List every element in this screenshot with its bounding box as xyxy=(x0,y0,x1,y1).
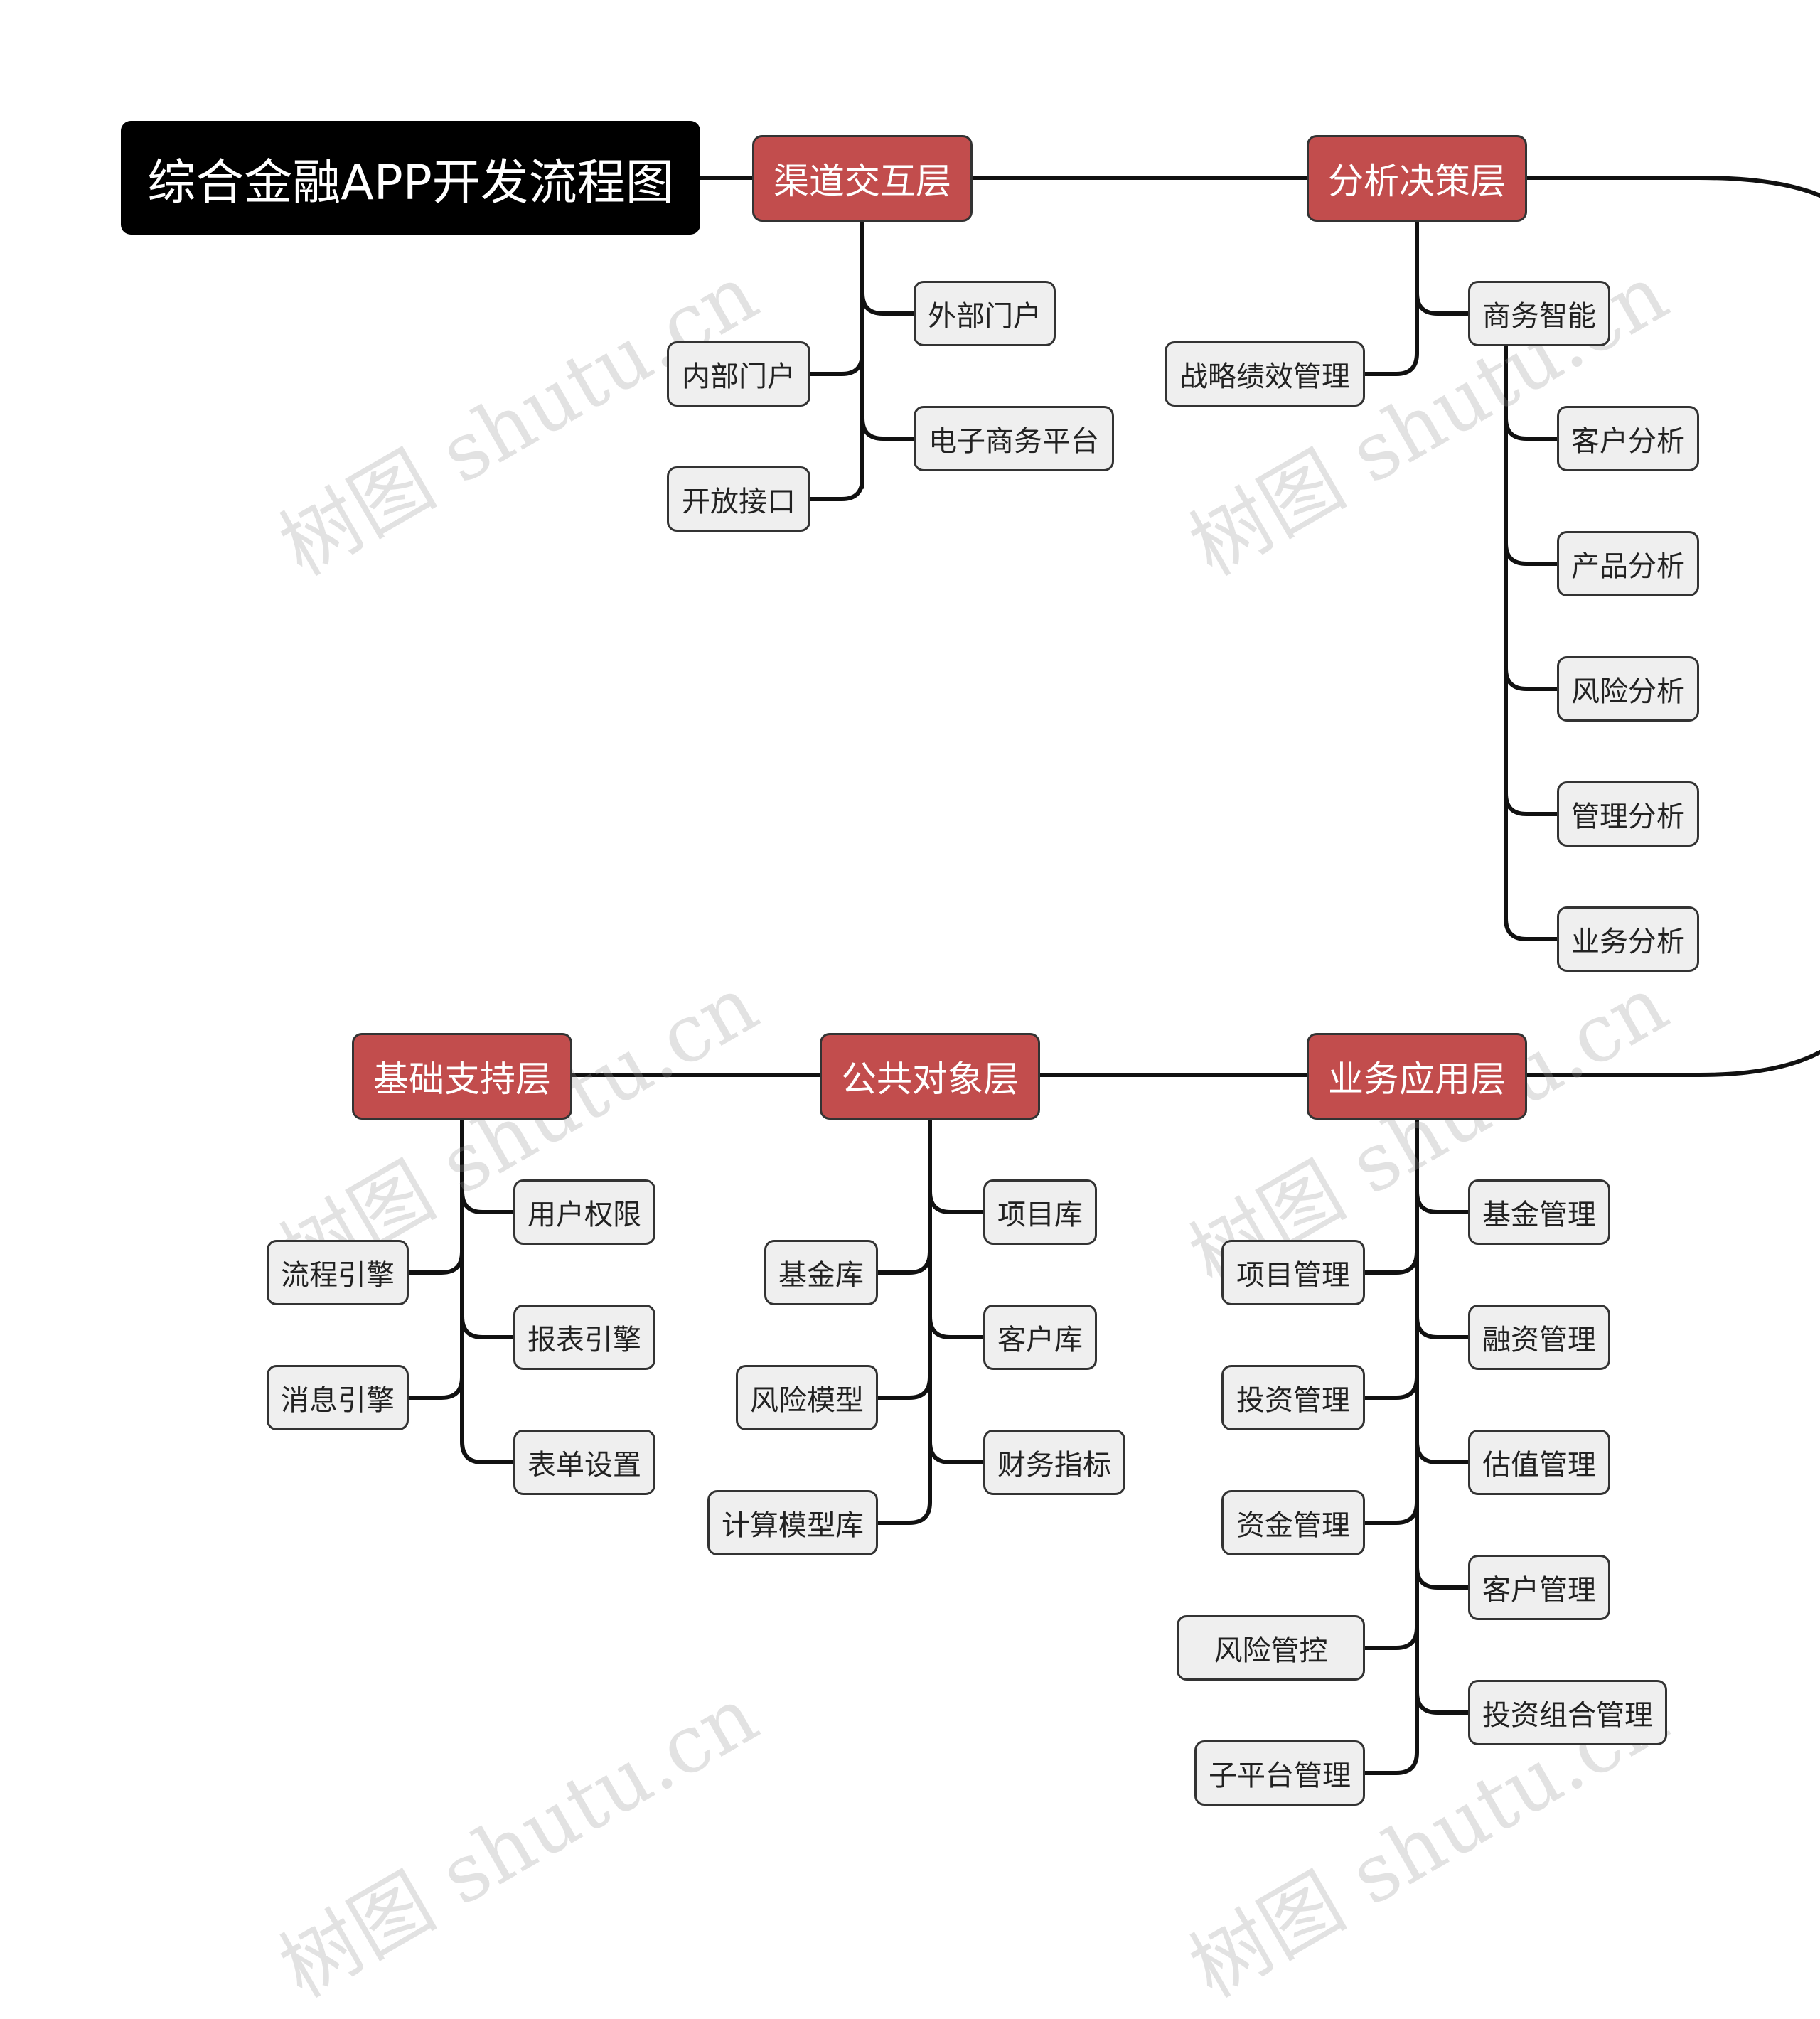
connector-line xyxy=(1363,1250,1419,1275)
node-risk-model[interactable]: 风险模型 xyxy=(736,1365,878,1430)
connector-line xyxy=(460,1189,515,1214)
connector-line xyxy=(1363,1375,1419,1400)
node-ecommerce-platform[interactable]: 电子商务平台 xyxy=(914,406,1114,471)
node-user-permissions[interactable]: 用户权限 xyxy=(513,1179,655,1245)
connector-line xyxy=(1504,666,1559,691)
node-management-analysis[interactable]: 管理分析 xyxy=(1557,781,1699,847)
node-calculation-model-library[interactable]: 计算模型库 xyxy=(707,1490,878,1555)
connector-line xyxy=(1525,1050,1820,1077)
connector-line xyxy=(1363,1625,1419,1650)
mindmap-canvas: 树图 shutu.cn 树图 shutu.cn 树图 shutu.cn 树图 s… xyxy=(121,121,1820,2015)
node-customer-analysis[interactable]: 客户分析 xyxy=(1557,406,1699,471)
layer-business[interactable]: 业务应用层 xyxy=(1307,1033,1527,1120)
connector-line xyxy=(1415,291,1470,316)
connector-line xyxy=(1415,1690,1470,1715)
connector-line xyxy=(1415,1189,1470,1214)
connector-line xyxy=(860,291,916,316)
node-open-interface[interactable]: 开放接口 xyxy=(667,466,810,532)
connector-line xyxy=(460,1440,515,1464)
node-strategy-performance[interactable]: 战略绩效管理 xyxy=(1165,341,1365,407)
connector-line xyxy=(1415,1565,1470,1590)
connector-line xyxy=(407,1250,464,1275)
connector-line xyxy=(808,476,864,501)
connector-line xyxy=(876,1250,932,1275)
connector-line xyxy=(860,416,916,441)
node-fund-management[interactable]: 基金管理 xyxy=(1468,1179,1610,1245)
node-fund-library[interactable]: 基金库 xyxy=(764,1240,878,1305)
connector-line xyxy=(1504,791,1559,816)
connector-line xyxy=(407,1375,464,1400)
node-project-library[interactable]: 项目库 xyxy=(983,1179,1097,1245)
connector-line xyxy=(1415,1314,1470,1339)
layer-analysis[interactable]: 分析决策层 xyxy=(1307,135,1527,222)
layer-base[interactable]: 基础支持层 xyxy=(352,1033,572,1120)
node-form-settings[interactable]: 表单设置 xyxy=(513,1430,655,1495)
node-product-analysis[interactable]: 产品分析 xyxy=(1557,531,1699,596)
connector-line xyxy=(1363,1500,1419,1525)
node-report-engine[interactable]: 报表引擎 xyxy=(513,1305,655,1370)
node-risk-control[interactable]: 风险管控 xyxy=(1177,1615,1365,1681)
node-subplatform-management[interactable]: 子平台管理 xyxy=(1194,1740,1365,1806)
node-business-intelligence[interactable]: 商务智能 xyxy=(1468,281,1610,346)
node-portfolio-management[interactable]: 投资组合管理 xyxy=(1468,1680,1667,1745)
connector-line xyxy=(1363,1750,1419,1775)
connector-line xyxy=(928,1189,985,1214)
node-customer-management[interactable]: 客户管理 xyxy=(1468,1555,1610,1620)
root-title[interactable]: 综合金融APP开发流程图 xyxy=(121,121,700,235)
node-external-portal[interactable]: 外部门户 xyxy=(914,281,1056,346)
layer-common[interactable]: 公共对象层 xyxy=(820,1033,1040,1120)
connector-line xyxy=(460,1314,515,1339)
connector-line xyxy=(1504,416,1559,441)
layer-channel[interactable]: 渠道交互层 xyxy=(752,135,973,222)
connector-line xyxy=(876,1375,932,1400)
node-customer-library[interactable]: 客户库 xyxy=(983,1305,1097,1370)
connector-lines xyxy=(407,176,1820,1775)
node-risk-analysis[interactable]: 风险分析 xyxy=(1557,656,1699,722)
connector-line xyxy=(1415,1440,1470,1464)
node-internal-portal[interactable]: 内部门户 xyxy=(667,341,810,407)
connector-line xyxy=(808,351,864,376)
node-capital-management[interactable]: 资金管理 xyxy=(1221,1490,1365,1555)
node-message-engine[interactable]: 消息引擎 xyxy=(267,1365,409,1430)
node-investment-management[interactable]: 投资管理 xyxy=(1221,1365,1365,1430)
node-financing-management[interactable]: 融资管理 xyxy=(1468,1305,1610,1370)
connector-line xyxy=(928,1314,985,1339)
connector-line xyxy=(1363,351,1419,376)
node-business-analysis[interactable]: 业务分析 xyxy=(1557,906,1699,972)
connector-line xyxy=(1504,916,1559,941)
connector-line xyxy=(876,1500,932,1525)
node-financial-indicators[interactable]: 财务指标 xyxy=(983,1430,1125,1495)
node-workflow-engine[interactable]: 流程引擎 xyxy=(267,1240,409,1305)
connector-line xyxy=(928,1440,985,1464)
connector-line xyxy=(1504,541,1559,566)
node-valuation-management[interactable]: 估值管理 xyxy=(1468,1430,1610,1495)
node-project-management[interactable]: 项目管理 xyxy=(1221,1240,1365,1305)
connector-line xyxy=(1525,176,1820,198)
